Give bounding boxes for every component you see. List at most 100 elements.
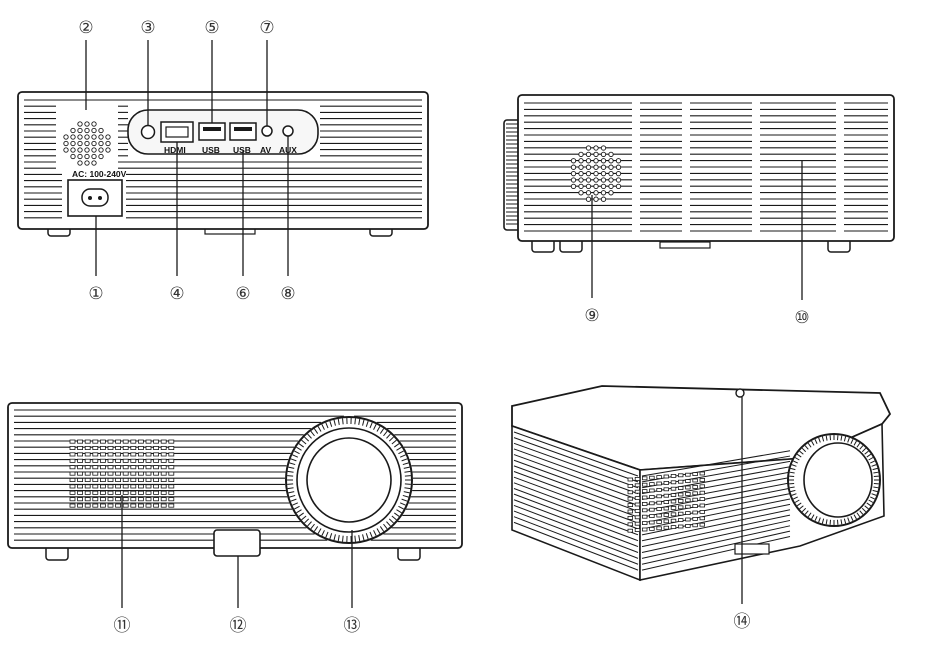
ring-tooth: [391, 515, 397, 521]
grille-slot: [69, 503, 76, 508]
grille-slot: [160, 484, 167, 489]
ring-tooth: [868, 499, 874, 503]
grille-slot: [692, 478, 698, 483]
grille-hole: [77, 127, 83, 134]
ring-tooth: [866, 502, 872, 507]
grille-slot: [137, 490, 144, 495]
ring-tooth: [383, 523, 388, 530]
grille-slot: [168, 458, 175, 463]
grille-slot: [107, 484, 114, 489]
grille-slot: [699, 503, 705, 508]
grille-slot: [649, 514, 655, 518]
grille-slot: [670, 525, 677, 529]
grille-slot: [699, 516, 705, 521]
ring-tooth: [790, 467, 796, 471]
ring-tooth: [354, 418, 356, 425]
view-front: [7, 402, 463, 561]
grille-slot: [107, 465, 114, 470]
grille-hole: [77, 153, 83, 160]
grille-slot: [692, 504, 698, 509]
grille-slot: [153, 490, 160, 495]
grille-slot: [122, 503, 129, 508]
ring-tooth: [796, 502, 802, 507]
grille-slot: [84, 445, 91, 450]
grille-hole: [600, 151, 607, 158]
grille-slot: [115, 503, 121, 508]
ring-tooth: [814, 516, 818, 521]
power-pin-left: [88, 196, 92, 200]
grille-slot: [115, 477, 121, 482]
grille-slot: [92, 497, 99, 502]
ring-tooth: [329, 533, 333, 540]
grille-hole: [70, 140, 76, 147]
ring-tooth: [402, 462, 409, 466]
grille-slot: [107, 439, 114, 444]
grille-slot: [115, 452, 121, 457]
aux-jack: [282, 125, 294, 137]
power-pin-right: [98, 196, 102, 200]
grille-slot: [678, 511, 684, 516]
grille-slot: [100, 471, 106, 476]
grille-slot: [69, 452, 76, 457]
grille-slot: [69, 445, 76, 450]
grille-slot: [685, 524, 691, 528]
grille-slot: [84, 458, 91, 463]
ring-tooth: [394, 443, 400, 448]
vent-slat: [513, 504, 639, 553]
grille-slot: [92, 477, 99, 482]
ring-tooth: [866, 453, 872, 458]
persp-lens-ring-teeth: [789, 435, 879, 525]
grille-slot: [642, 495, 648, 500]
grille-slot: [137, 445, 144, 450]
ring-tooth: [794, 457, 800, 461]
grille-slot: [692, 497, 698, 502]
grille-slot: [130, 439, 137, 444]
vent-slat: [641, 493, 791, 524]
ring-tooth: [298, 443, 304, 448]
ring-tooth: [321, 530, 325, 536]
ring-tooth: [799, 505, 804, 510]
grille-hole: [600, 164, 607, 170]
grille-slot: [115, 458, 121, 463]
ring-tooth: [840, 519, 843, 525]
grille-slot: [77, 439, 83, 444]
grille-hole: [615, 158, 622, 164]
ring-tooth: [868, 457, 874, 461]
vent-slat: [513, 521, 639, 571]
ring-tooth: [853, 514, 857, 520]
grille-slot: [678, 473, 684, 478]
grille-hole: [608, 164, 614, 170]
grille-slot: [122, 458, 129, 463]
ring-tooth: [296, 509, 302, 514]
vent-slat: [513, 476, 639, 524]
callout-13: ⑬: [344, 616, 361, 636]
ring-tooth: [850, 516, 854, 521]
grille-slot: [634, 521, 641, 526]
ring-tooth: [789, 486, 795, 489]
grille-hole: [70, 153, 76, 160]
vent-slat: [513, 516, 639, 565]
grille-hole: [105, 134, 111, 140]
grille-hole: [63, 140, 69, 147]
power-label: AC: 100-240V: [72, 169, 127, 179]
grille-slot: [77, 445, 83, 450]
grille-slot: [69, 465, 76, 470]
ring-tooth: [369, 422, 373, 429]
grille-slot: [122, 484, 129, 489]
grille-slot: [642, 489, 648, 494]
grille-slot: [670, 473, 677, 478]
grille-slot: [634, 508, 641, 513]
grille-slot: [678, 498, 684, 503]
ring-tooth: [288, 466, 295, 469]
grille-hole: [608, 158, 614, 164]
ring-tooth: [789, 471, 795, 474]
grille-hole: [70, 147, 76, 153]
ir-receiver: [140, 124, 156, 140]
grille-slot: [649, 507, 655, 512]
ring-tooth: [310, 523, 315, 530]
grille-hole: [105, 147, 111, 153]
usb-port-1-tongue: [203, 127, 221, 131]
grille-slot: [100, 490, 106, 495]
ring-tooth: [292, 502, 299, 506]
grille-slot: [100, 465, 106, 470]
